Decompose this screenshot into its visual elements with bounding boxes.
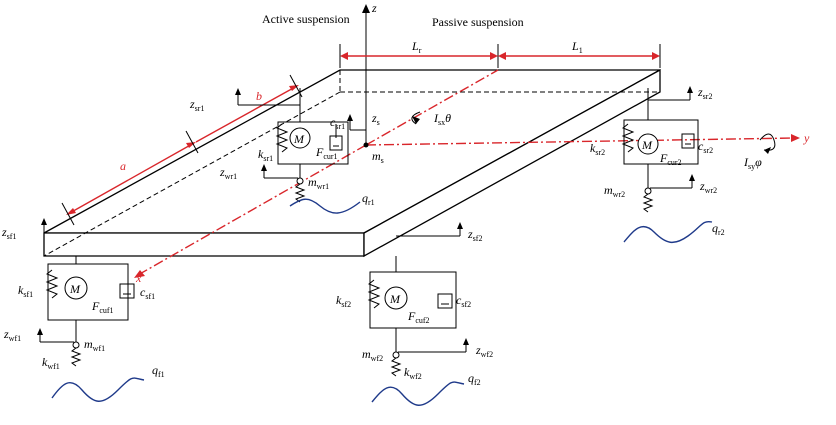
svg-text:Isxθ: Isxθ bbox=[433, 111, 451, 127]
svg-text:Fcuf1: Fcuf1 bbox=[91, 299, 114, 315]
svg-text:M: M bbox=[69, 282, 81, 296]
svg-text:zsf2: zsf2 bbox=[467, 227, 482, 243]
svg-text:Fcuf2: Fcuf2 bbox=[407, 309, 430, 325]
dimension-a: a bbox=[61, 130, 199, 226]
svg-text:M: M bbox=[641, 138, 653, 152]
svg-text:csr2: csr2 bbox=[698, 139, 713, 155]
svg-text:Fcur2: Fcur2 bbox=[659, 151, 682, 167]
corner-front-left: zsf1 M ksf1 csf1 Fcuf1 zwf1 mwf1 kwf1 qf… bbox=[1, 218, 165, 402]
svg-text:zwr2: zwr2 bbox=[699, 179, 717, 195]
svg-text:Fcur1: Fcur1 bbox=[315, 145, 338, 161]
svg-text:ksr1: ksr1 bbox=[258, 147, 273, 163]
svg-text:ksf1: ksf1 bbox=[18, 283, 33, 299]
svg-text:csr1: csr1 bbox=[330, 115, 345, 131]
x-axis: x bbox=[134, 144, 367, 285]
heading-active: Active suspension bbox=[262, 12, 350, 26]
corner-rear-right: zsr2 M ksr2 csr2 Fcur2 zwr2 mwr2 qr2 bbox=[590, 85, 725, 243]
svg-text:mwr2: mwr2 bbox=[604, 183, 625, 199]
svg-text:mwr1: mwr1 bbox=[308, 175, 329, 191]
svg-text:mwf2: mwf2 bbox=[362, 347, 383, 363]
svg-text:csf2: csf2 bbox=[456, 293, 471, 309]
svg-text:M: M bbox=[389, 292, 401, 306]
center-of-mass bbox=[363, 142, 369, 148]
svg-text:kwf1: kwf1 bbox=[42, 355, 60, 371]
svg-text:ms: ms bbox=[372, 149, 384, 165]
svg-text:x: x bbox=[135, 271, 142, 285]
svg-text:ksf2: ksf2 bbox=[336, 293, 351, 309]
svg-text:zsf1: zsf1 bbox=[1, 225, 16, 241]
svg-text:z: z bbox=[371, 1, 377, 15]
svg-text:qf1: qf1 bbox=[152, 363, 165, 379]
diagonal-axis bbox=[365, 69, 499, 146]
svg-text:M: M bbox=[293, 132, 305, 146]
svg-text:csf1: csf1 bbox=[140, 285, 155, 301]
body-labels: zs ms Isxθ Isyφ bbox=[347, 111, 776, 171]
svg-text:zwf2: zwf2 bbox=[475, 343, 493, 359]
svg-text:ksr2: ksr2 bbox=[590, 141, 605, 157]
actuator-rear-left bbox=[289, 127, 311, 149]
svg-text:kwf2: kwf2 bbox=[404, 365, 422, 381]
svg-text:mwf1: mwf1 bbox=[84, 337, 105, 353]
heading-passive: Passive suspension bbox=[432, 15, 524, 29]
svg-text:Lr: Lr bbox=[411, 39, 422, 55]
corner-front-right: zsf2 M ksf2 csf2 Fcuf2 zwf2 mwf2 kwf2 qf… bbox=[336, 222, 493, 406]
corner-rear-left: M zsr1 ksr1 csr1 Fcur1 zwr1 mwr1 qr1 bbox=[189, 88, 375, 214]
svg-text:zwr1: zwr1 bbox=[219, 165, 237, 181]
svg-text:a: a bbox=[120, 159, 126, 173]
vehicle-body-plate bbox=[43, 68, 661, 258]
y-axis: y bbox=[365, 131, 810, 146]
svg-text:zwf1: zwf1 bbox=[3, 327, 21, 343]
svg-text:zsr2: zsr2 bbox=[697, 85, 712, 101]
svg-text:y: y bbox=[803, 131, 810, 145]
svg-text:b: b bbox=[256, 89, 262, 103]
svg-text:zs: zs bbox=[371, 111, 380, 127]
svg-text:qr2: qr2 bbox=[712, 221, 725, 237]
svg-text:L1: L1 bbox=[571, 39, 583, 55]
dimension-L: Lr L1 bbox=[339, 39, 661, 68]
svg-text:qf2: qf2 bbox=[468, 371, 481, 387]
z-axis: z bbox=[362, 1, 377, 145]
svg-text:qr1: qr1 bbox=[362, 191, 375, 207]
svg-text:zsr1: zsr1 bbox=[189, 97, 204, 113]
svg-text:Isyφ: Isyφ bbox=[743, 155, 762, 171]
